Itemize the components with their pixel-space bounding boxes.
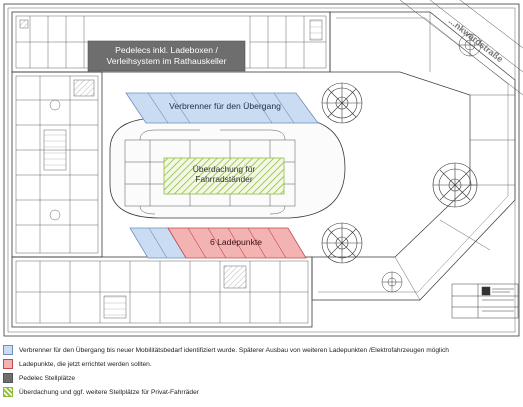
legend-item-canopy: Überdachung und ggf. weitere Stellplätze… [3,386,199,398]
legend-swatch-green-hatch [3,387,13,397]
legend-item-combustion: Verbrenner für den Übergang bis neuer Mo… [3,344,449,356]
legend-text-charging: Ladepunkte, die jetzt errichtet werden s… [19,360,152,368]
legend-text-canopy: Überdachung und ggf. weitere Stellplätze… [19,388,199,396]
stair-tower-south [321,222,363,264]
east-wing [311,11,516,301]
pedelec-label-line1: Pedelecs inkl. Ladeboxen / [115,45,218,55]
canopy-label-line2: Fahrradständer [195,174,253,184]
canopy-label-line1: Überdachung für [192,164,256,174]
pedelec-label: Pedelecs inkl. Ladeboxen / Verleihsystem… [88,45,245,67]
combustion-label: Verbrenner für den Übergang [169,101,281,111]
street [399,0,523,96]
north-wing-rooms [16,16,326,68]
legend-item-pedelec: Pedelec Stellplätze [3,372,75,384]
charging-label: 6 Ladepunkte [209,237,263,247]
canopy-label: Überdachung für Fahrradständer [164,164,284,184]
legend-item-charging: Ladepunkte, die jetzt errichtet werden s… [3,358,152,370]
combustion-parking-north-stalls [147,92,295,124]
title-block [451,283,519,319]
legend-swatch-blue [3,345,13,355]
legend-text-pedelec: Pedelec Stellplätze [19,374,76,382]
west-wing-rooms [16,76,98,253]
stair-tower-north [321,82,363,124]
legend-swatch-gray [3,373,13,383]
legend: Verbrenner für den Übergang bis neuer Mo… [0,338,523,407]
charging-area-stalls [187,227,287,259]
stair-tower-east [432,162,478,208]
street-label: ...nkwardstraße [447,16,505,65]
bicycle-canopy-area [163,157,285,195]
combustion-parking-south-stall [148,227,168,259]
south-wing-rooms [16,261,308,323]
pedelec-label-line2: Verleihsystem im Rathauskeller [106,56,227,66]
stair-tower-southeast [381,271,403,293]
stair-tower-northeast [458,33,482,57]
legend-text-combustion: Verbrenner für den Übergang bis neuer Mo… [19,346,449,354]
pedelec-area [87,40,246,72]
legend-swatch-red [3,359,13,369]
site-plan-drawing: ...nkwardstraße [3,0,523,337]
combustion-parking-north [125,92,319,124]
